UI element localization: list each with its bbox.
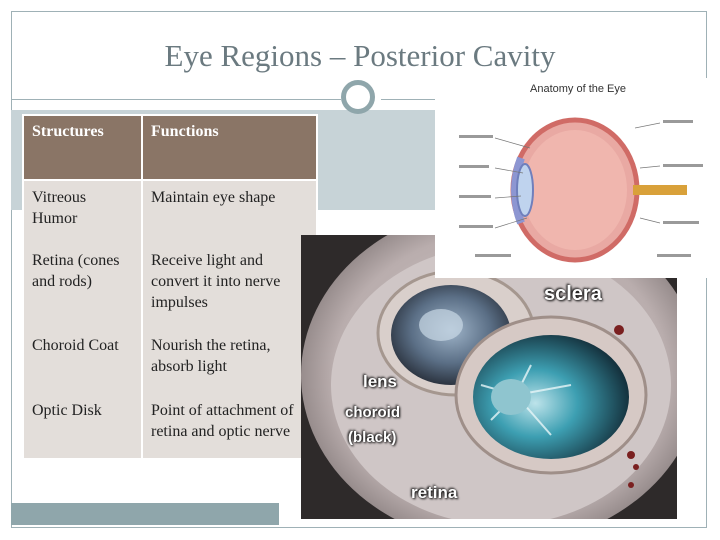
table-row: Retina (cones and rods) Receive light an… (22, 244, 318, 329)
dissection-illustration (301, 235, 677, 519)
header-functions: Functions (141, 114, 318, 181)
ring-ornament (341, 80, 375, 114)
table-row: Vitreous Humor Maintain eye shape (22, 180, 318, 244)
lens-label: lens (363, 372, 398, 391)
function-cell: Nourish the retina, absorb light (141, 329, 318, 394)
functions-table: Structures Functions Vitreous Humor Main… (22, 114, 318, 460)
choroid-label: choroid (345, 404, 400, 421)
anatomy-diagram: Anatomy of the Eye (435, 78, 720, 278)
structure-cell: Choroid Coat (22, 329, 143, 394)
retina-label: retina (411, 483, 458, 502)
function-cell: Maintain eye shape (141, 180, 318, 244)
function-cell: Point of attachment of retina and optic … (141, 394, 318, 460)
diagram-title: Anatomy of the Eye (530, 83, 626, 95)
table-row: Optic Disk Point of attachment of retina… (22, 394, 318, 460)
eye-cross-section (459, 117, 703, 263)
function-cell: Receive light and convert it into nerve … (141, 244, 318, 329)
black-label: (black) (348, 429, 397, 446)
structure-cell: Optic Disk (22, 394, 143, 460)
divider-left (11, 99, 341, 100)
structure-cell: Retina (cones and rods) (22, 244, 143, 329)
eye-dissection-photo: sclera lens choroid (black) retina (301, 235, 677, 519)
slide-title: Eye Regions – Posterior Cavity (164, 38, 556, 73)
table-row: Choroid Coat Nourish the retina, absorb … (22, 329, 318, 394)
structure-cell: Vitreous Humor (22, 180, 143, 244)
table-header-row: Structures Functions (22, 114, 318, 181)
footer-band (11, 503, 279, 525)
header-structures: Structures (22, 114, 143, 181)
sclera-label: sclera (544, 283, 602, 305)
